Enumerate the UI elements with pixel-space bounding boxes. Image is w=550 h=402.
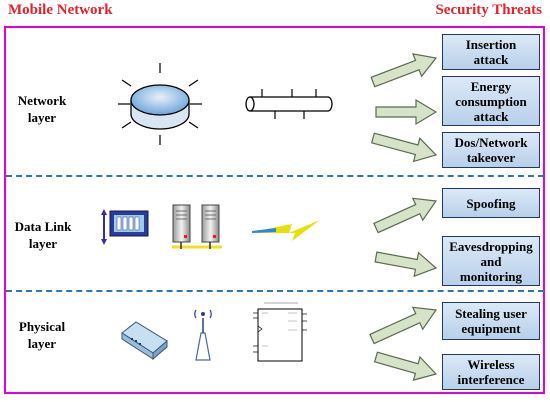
server-icon (172, 204, 222, 249)
data-link-layer-label: Data Link layer (12, 218, 74, 252)
threat-label-line: attack (473, 52, 509, 67)
chip-schematic-icon (253, 302, 307, 362)
threat-spoofing: Spoofing (442, 188, 540, 218)
threat-label-line: Insertion (465, 37, 517, 52)
threat-label-line: takeover (466, 150, 516, 165)
lightning-icon (252, 220, 320, 241)
antenna-icon (194, 309, 212, 361)
threat-label-line: consumption (455, 93, 527, 109)
threat-label-line: Spoofing (466, 195, 516, 211)
layer-label-line: Physical (18, 319, 66, 334)
layer-separator (6, 175, 544, 177)
arrow-icon (375, 98, 438, 126)
threat-label-line: Stealing user (455, 306, 527, 321)
security-threats-title: Security Threats (435, 2, 542, 18)
router-icon (118, 63, 202, 145)
layer-label-line: Data Link (14, 219, 72, 234)
threat-arrows (369, 53, 438, 381)
layer-label-line: layer (27, 336, 57, 351)
arrow-icon (370, 132, 438, 163)
threat-label-line: Eavesdropping (449, 238, 533, 254)
network-layer-label: Network layer (12, 92, 72, 126)
arrow-icon (373, 351, 438, 381)
threat-label-line: Energy (470, 78, 512, 94)
physical-layer-label: Physical layer (12, 318, 72, 352)
layer-label-line: layer (28, 236, 58, 251)
bus-cable-icon (245, 89, 333, 119)
threat-label-line: attack (473, 108, 509, 124)
layer-label-line: Network (17, 93, 67, 108)
layer-label-line: layer (27, 110, 57, 125)
threat-label-line: equipment (461, 321, 521, 336)
threat-label-line: monitoring (459, 268, 523, 284)
layer-separator (6, 290, 544, 292)
diagram-frame (4, 26, 545, 394)
arrow-icon (370, 53, 438, 88)
threat-label-line: interference (457, 372, 525, 387)
arrow-icon (374, 251, 438, 278)
threat-label-line: Dos/Network (454, 135, 528, 150)
arrow-icon (373, 197, 438, 234)
threat-label-line: Wireless (467, 357, 515, 372)
threat-label-line: and (480, 253, 502, 269)
monitor-icon (101, 209, 149, 245)
arrow-icon (369, 306, 438, 345)
modem-icon (121, 321, 168, 361)
mobile-network-title: Mobile Network (8, 2, 113, 18)
